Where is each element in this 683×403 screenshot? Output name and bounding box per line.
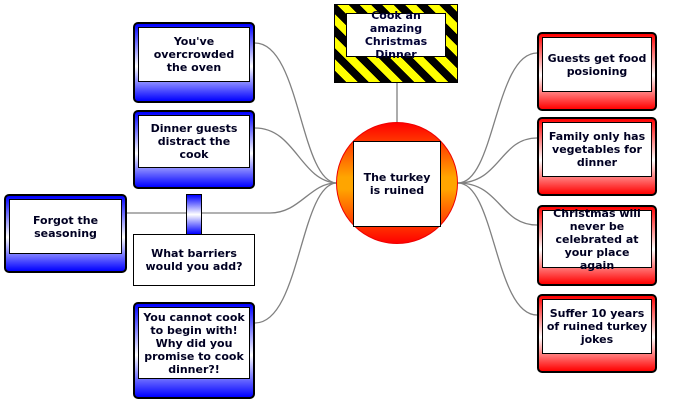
- consequence-label: Guests get food posioning: [542, 37, 652, 92]
- threat-label: Dinner guests distract the cook: [138, 115, 250, 168]
- threat-node-4[interactable]: You cannot cook to begin with! Why did y…: [133, 302, 255, 399]
- link-consequence-3: [457, 182, 538, 226]
- threat-label: You've overcrowded the oven: [138, 27, 250, 82]
- link-consequence-2: [457, 137, 538, 184]
- link-consequence-4: [457, 182, 538, 316]
- consequence-node-3[interactable]: Christmas will never be celebrated at yo…: [537, 205, 657, 286]
- threat-node-1[interactable]: You've overcrowded the oven: [133, 22, 255, 103]
- threat-label: You cannot cook to begin with! Why did y…: [138, 307, 250, 379]
- link-threat-1: [254, 42, 337, 184]
- threat-node-2[interactable]: Dinner guests distract the cook: [133, 110, 255, 189]
- threat-node-3[interactable]: Forgot the seasoning: [4, 194, 127, 273]
- link-consequence-1: [457, 52, 538, 184]
- link-threat-3: [126, 182, 337, 214]
- threat-label: Forgot the seasoning: [9, 199, 122, 254]
- link-threat-2: [254, 127, 337, 184]
- consequence-label: Christmas will never be celebrated at yo…: [542, 207, 652, 272]
- consequence-label: Family only has vegetables for dinner: [542, 122, 652, 177]
- central-event-node[interactable]: The turkey is ruined: [336, 122, 458, 244]
- consequence-node-2[interactable]: Family only has vegetables for dinner: [537, 117, 657, 196]
- link-threat-4: [254, 182, 337, 324]
- barrier-handle[interactable]: [186, 194, 202, 235]
- consequence-label: Suffer 10 years of ruined turkey jokes: [542, 299, 652, 354]
- goal-hazard-box[interactable]: Cook an amazing Christmas Dinner: [334, 4, 458, 83]
- central-event-label: The turkey is ruined: [353, 141, 441, 227]
- consequence-node-1[interactable]: Guests get food posioning: [537, 32, 657, 111]
- barrier-label: What barriers would you add?: [145, 247, 243, 273]
- goal-label: Cook an amazing Christmas Dinner: [346, 9, 446, 61]
- consequence-node-4[interactable]: Suffer 10 years of ruined turkey jokes: [537, 294, 657, 373]
- barrier-node[interactable]: What barriers would you add?: [133, 234, 255, 286]
